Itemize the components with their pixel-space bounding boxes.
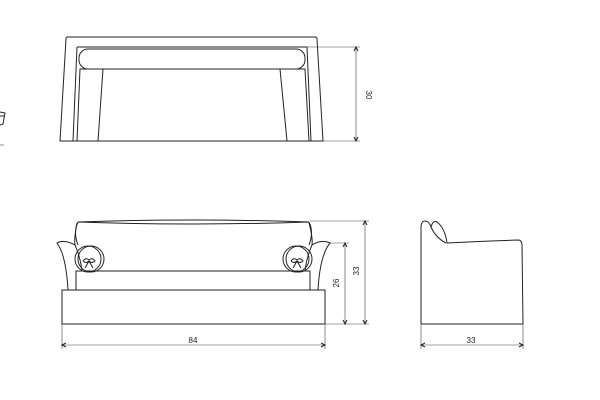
backrest	[75, 219, 312, 246]
dimension-depth-side: 33	[419, 324, 525, 349]
front-view: 84 26 33	[56, 219, 369, 349]
back-cushion	[78, 48, 306, 70]
right-bolster-bow-icon	[290, 258, 304, 269]
dimension-label: 30	[364, 91, 373, 100]
right-arm-cushion	[279, 68, 310, 142]
dimension-label: 33	[467, 336, 476, 345]
left-arm-cushion	[76, 68, 104, 142]
dimension-label: 26	[332, 278, 341, 287]
base	[61, 289, 326, 325]
dimension-label: 84	[189, 336, 198, 345]
side-view-outline	[420, 220, 524, 325]
dimension-seat-height: 26	[325, 241, 369, 326]
side-view: 33	[419, 220, 525, 349]
dimension-label: 33	[352, 266, 361, 275]
seat-cushion	[75, 270, 311, 291]
dimension-depth-top: 30	[307, 45, 373, 143]
cropped-neighbor-drawing	[0, 111, 6, 146]
left-bolster-bow-icon	[82, 258, 96, 269]
dimension-width-front: 84	[60, 324, 327, 349]
top-view: 30	[59, 36, 373, 143]
dimension-height: 33	[310, 219, 369, 326]
